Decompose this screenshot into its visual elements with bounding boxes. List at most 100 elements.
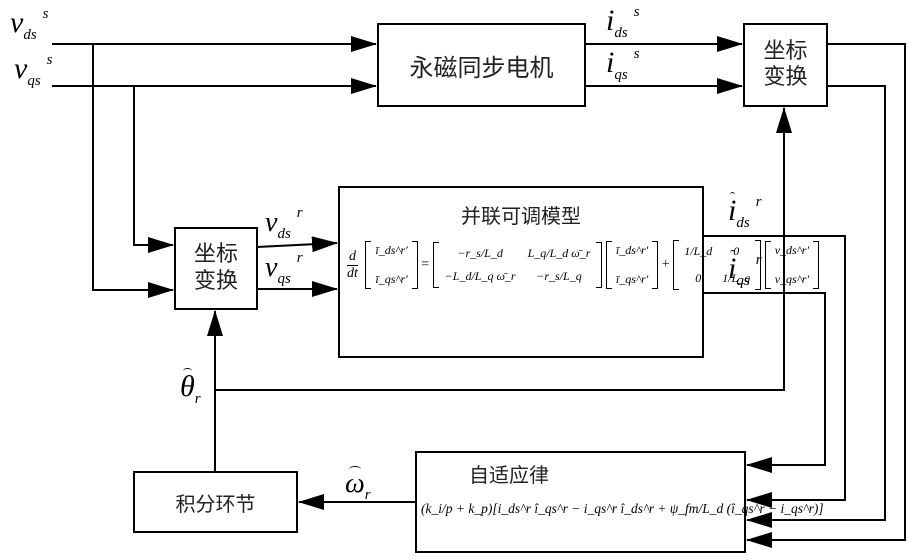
equals-sign: = <box>421 257 430 273</box>
wire-vds-r <box>256 236 338 253</box>
label-sub: qs <box>27 73 41 89</box>
bracket-left <box>605 241 612 289</box>
bracket-right <box>411 241 418 289</box>
matrix-body: 1/L_d 0 0 1/L_q <box>679 240 755 290</box>
label-sup: r <box>755 194 762 210</box>
bracket-left <box>764 241 771 289</box>
bracket-right <box>755 240 762 290</box>
coord-top-line2: 变换 <box>763 65 808 90</box>
adaptive-law-title: 自适应律 <box>469 463 549 487</box>
integrator-block[interactable]: 积分环节 <box>133 471 298 533</box>
label-base: θ <box>180 368 195 403</box>
label-base: i <box>606 46 615 79</box>
label-base: v <box>14 52 28 85</box>
label-vds-r: vdsr <box>265 205 303 243</box>
bracket-left <box>673 240 680 290</box>
input-vqs: v_qs^r′ <box>774 272 810 286</box>
label-vqs-s: vqss <box>14 52 53 90</box>
label-sub: qs <box>277 271 291 287</box>
matrix-body: −r_s/L_d L_q/L_d ω̄_r −L_d/L_q ω̄_r −r_s… <box>439 242 597 288</box>
B21: 0 <box>695 271 702 285</box>
coord-left-line1: 坐标 <box>193 242 238 268</box>
label-sub: ds <box>23 27 37 43</box>
label-sub: ds <box>614 25 628 41</box>
coord-transform-top-block[interactable]: 坐标 变换 <box>743 23 828 107</box>
state-iqs: ī_qs^r′ <box>615 272 649 286</box>
matrix-body: ī_ds^r′ ī_qs^r′ <box>371 241 411 289</box>
label-sup: s <box>633 46 640 62</box>
label-sub: ds <box>277 226 291 242</box>
bracket-right <box>596 242 603 288</box>
B11: 1/L_d <box>684 244 713 258</box>
integrator-label: 积分环节 <box>175 491 256 516</box>
coord-transform-left-block[interactable]: 坐标 变换 <box>174 227 258 310</box>
adaptive-law-block[interactable]: 自适应律 (k_i/p + k_p)[i_ds^r î_qs^r − i_qs^… <box>415 451 824 553</box>
label-sup: r <box>296 250 303 266</box>
label-sub: ds <box>736 215 750 231</box>
A11: −r_s/L_d <box>457 246 503 260</box>
label-sup: s <box>42 6 49 22</box>
label-iqs-s: iqss <box>606 46 640 84</box>
plus-sign: + <box>661 257 670 273</box>
wire-ids-r-measured <box>746 43 906 548</box>
label-base: i <box>728 250 737 285</box>
label-sup: r <box>296 205 303 221</box>
wire-iqs-r-hat <box>703 292 826 473</box>
wire-vqs-branch <box>133 86 174 253</box>
A12: L_q/L_d ω̄_r <box>527 246 591 260</box>
label-sup: s <box>46 52 53 68</box>
frac-num: d <box>346 249 358 266</box>
wire-iqs-r-measured <box>746 85 886 528</box>
matrix-B: 1/L_d 0 0 1/L_q <box>673 240 762 290</box>
label-sub: qs <box>614 67 628 83</box>
label-sup: s <box>633 4 640 20</box>
coord-top-line1: 坐标 <box>763 38 808 64</box>
state-iqs: ī_qs^r′ <box>375 272 408 286</box>
label-base: i <box>606 4 615 37</box>
label-ids-s: idss <box>606 4 640 42</box>
motor-label: 永磁同步电机 <box>409 53 554 82</box>
label-vds-s: vdss <box>10 6 49 44</box>
B12: 0 <box>733 244 740 258</box>
state-vector-2: ī_ds^r′ ī_qs^r′ <box>605 241 659 289</box>
input-vector: v_ds^r′ v_qs^r′ <box>764 241 820 289</box>
B22: 1/L_q <box>722 271 751 285</box>
input-vds: v_ds^r′ <box>774 243 810 257</box>
label-sub: r <box>194 391 201 407</box>
matrix-A: −r_s/L_d L_q/L_d ω̄_r −L_d/L_q ω̄_r −r_s… <box>432 242 603 288</box>
wire-theta-top <box>215 107 792 391</box>
label-omega-r-hat: ωr <box>345 466 371 504</box>
label-base: v <box>10 6 24 39</box>
label-sub: r <box>364 487 371 503</box>
matrix-body: v_ds^r′ v_qs^r′ <box>771 241 813 289</box>
label-vqs-r: vqsr <box>265 250 303 288</box>
state-vector: ī_ds^r′ ī_qs^r′ <box>365 241 418 289</box>
A22: −r_s/L_q <box>536 269 582 283</box>
label-iqs-r-hat: iqsr <box>728 250 762 290</box>
bracket-left <box>432 242 439 288</box>
matrix-body: ī_ds^r′ ī_qs^r′ <box>612 241 652 289</box>
bracket-right <box>652 241 659 289</box>
state-ids: ī_ds^r′ <box>615 243 649 257</box>
wire-vds-branch <box>92 44 174 298</box>
label-base: i <box>728 192 737 227</box>
label-sup: r <box>755 252 762 268</box>
motor-block[interactable]: 永磁同步电机 <box>377 23 586 107</box>
label-theta-r-hat: θr <box>180 368 201 408</box>
parallel-model-title: 并联可调模型 <box>461 204 581 228</box>
label-base: v <box>265 207 278 238</box>
coord-left-line2: 变换 <box>193 268 238 294</box>
label-sub: qs <box>736 273 750 289</box>
adaptive-law-equation: (k_i/p + k_p)[i_ds^r î_qs^r − i_qs^r î_d… <box>421 501 824 516</box>
bracket-right <box>813 241 820 289</box>
A21: −L_d/L_q ω̄_r <box>444 269 516 283</box>
bracket-left <box>365 241 372 289</box>
label-base: ω <box>345 466 365 499</box>
label-base: v <box>265 252 278 283</box>
wire-ids-r-hat <box>703 235 846 508</box>
label-ids-r-hat: idsr <box>728 192 762 232</box>
